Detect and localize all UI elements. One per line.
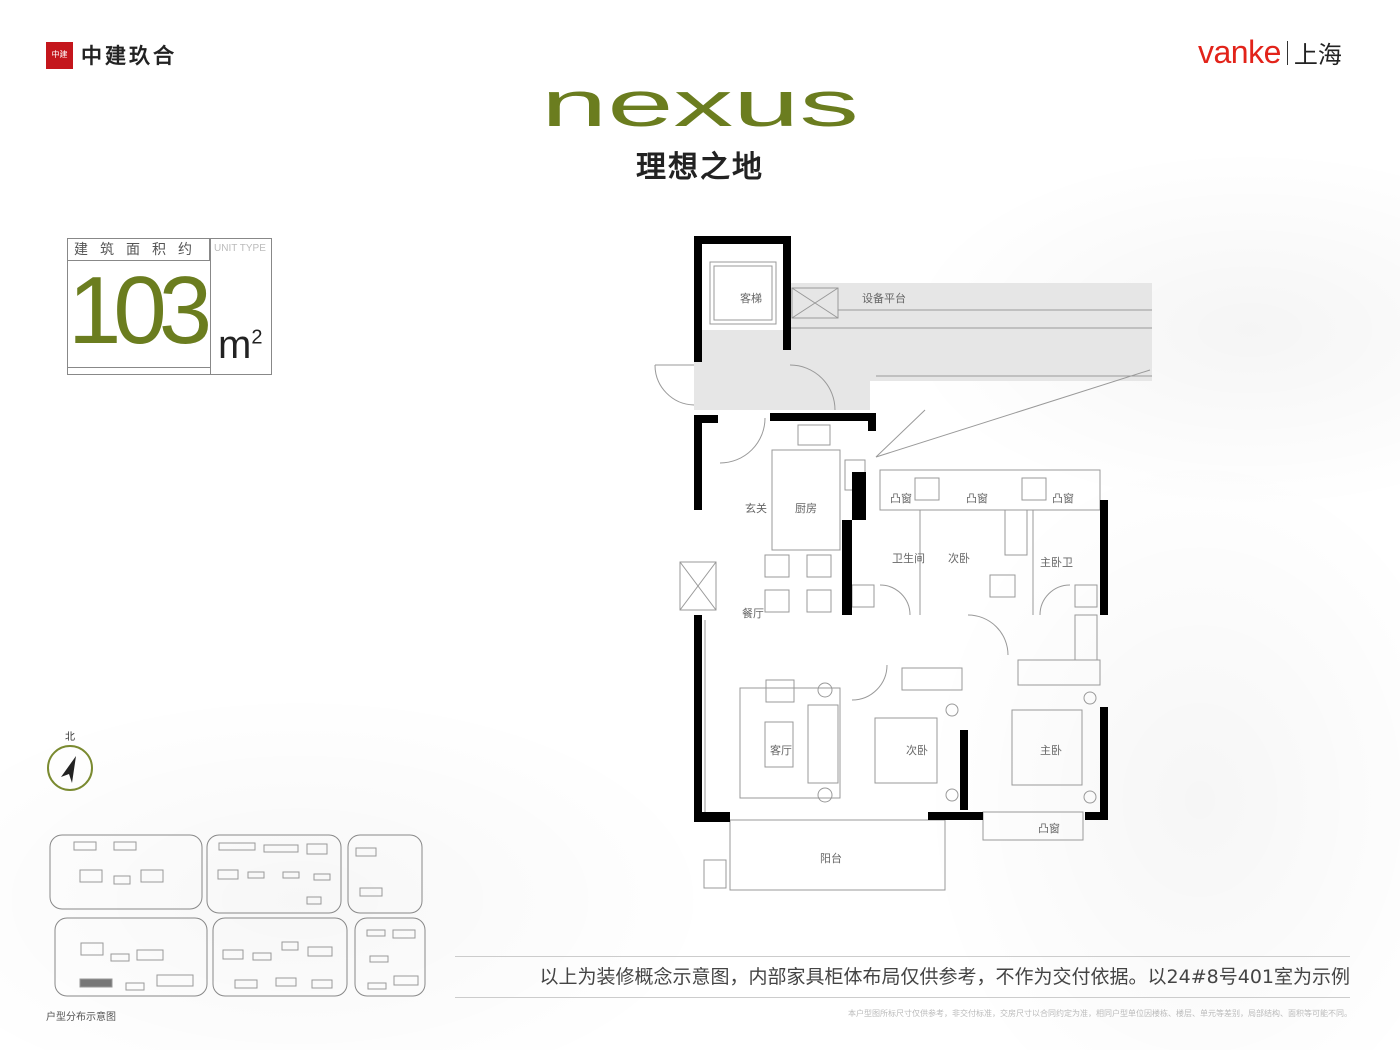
room-label: 餐厅 [742,606,764,620]
room-label: 主卧卫 [1040,556,1073,569]
unit-type-label: UNIT TYPE [214,243,266,254]
project-title: nexus [0,68,1400,140]
logo-divider [1286,40,1288,65]
unit-text: m [218,323,252,367]
city-name: 上海 [1293,41,1342,69]
divider [68,367,210,368]
nexus-wordmark: nexus [541,68,859,140]
room-label: 设备平台 [862,291,906,305]
disclaimer: 以上为装修概念示意图，内部家具柜体布局仅供参考，不作为交付依据。以24#8号40… [455,956,1350,998]
developer-logo: 中建 中建玖合 [46,40,177,70]
room-label: 客梯 [740,291,762,305]
room-label: 凸窗 [1052,491,1074,505]
project-subtitle: 理想之地 [636,150,764,185]
room-label: 客厅 [770,743,792,757]
site-map [49,834,426,997]
divider [210,239,211,374]
room-label: 卫生间 [892,551,925,565]
room-label: 凸窗 [966,491,988,505]
room-label: 凸窗 [890,491,912,505]
vanke-logo: vanke 上海 [1198,34,1342,71]
area-value: 103 [68,257,212,364]
title-text: nexus [541,78,859,134]
common-area [694,283,1152,410]
room-label: 玄关 [745,501,767,515]
unit-sup: 2 [251,326,263,349]
site-map-caption: 户型分布示意图 [46,1012,116,1023]
room-label: 凸窗 [1038,821,1060,835]
room-label: 主卧 [1040,744,1062,757]
north-label: 北 [65,732,75,743]
compass-circle [47,745,93,791]
brand-name: vanke [1198,34,1281,70]
room-label: 厨房 [795,502,817,515]
room-labels: 客梯 设备平台 玄关 厨房 凸窗 凸窗 凸窗 卫生间 次卧 主卧卫 餐厅 客厅 … [740,291,1074,865]
room-label: 阳台 [820,851,842,865]
area-unit: m2 [218,323,262,368]
area-box: 建筑面积约 UNIT TYPE 103 m2 [67,238,272,375]
room-label: 次卧 [906,743,928,757]
area-label: 建筑面积约 [68,239,210,261]
seal-icon: 中建 [46,41,73,69]
room-label: 次卧 [948,551,970,565]
fineprint: 本户型图所标尺寸仅供参考，非交付标准，交房尺寸以合同约定为准，相同户型单位因楼栋… [848,1009,1352,1018]
walls [694,236,1108,822]
compass: 北 [45,728,95,791]
north-arrow-icon [61,756,76,783]
developer-name: 中建玖合 [81,44,177,68]
